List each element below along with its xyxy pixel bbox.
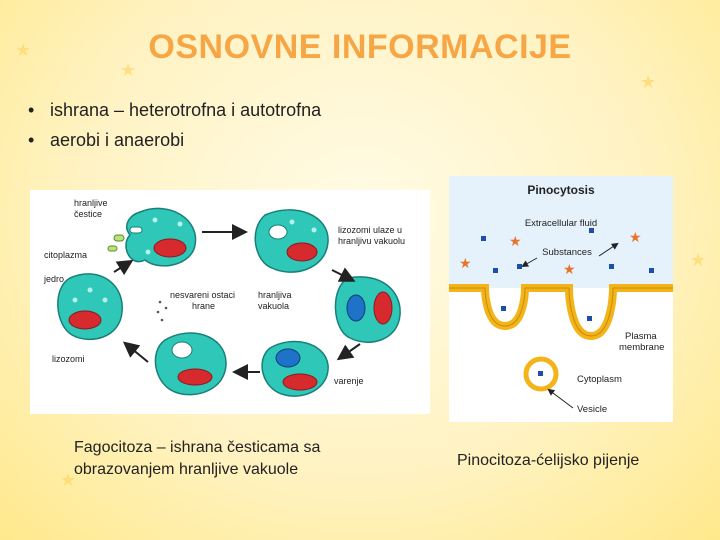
label-lysosomes-enter: lizozomi ulaze u xyxy=(338,225,402,235)
bullet-item: •ishrana – heterotrofna i autotrofna xyxy=(28,100,322,120)
pinocytosis-caption: Pinocitoza-ćelijsko pijenje xyxy=(457,452,640,469)
label-undigested-remains: nesvareni ostaci xyxy=(170,290,235,300)
svg-text:★: ★ xyxy=(629,229,642,245)
cell-lysosomes-entering xyxy=(254,209,329,273)
label-extracellular-fluid: Extracellular fluid xyxy=(525,218,597,229)
cell-digestion xyxy=(261,340,329,397)
phagocytosis-illustration: hranljive čestice citoplazma jedro lizoz… xyxy=(43,198,405,397)
label-food-vacuole: vakuola xyxy=(258,301,289,311)
label-substances: Substances xyxy=(542,247,592,258)
cell-food-vacuole xyxy=(334,276,401,343)
cell-exocytosis xyxy=(154,332,227,396)
label-lysosomes-enter: hranljivu vakuolu xyxy=(338,236,405,246)
label-nucleus: jedro xyxy=(43,274,64,284)
plasma-membrane xyxy=(449,284,673,341)
pinocytosis-illustration: Pinocytosis Extracellular fluid Substanc… xyxy=(449,176,673,415)
pointer-arrow xyxy=(521,257,538,267)
substance-in-pit xyxy=(587,316,592,321)
label-undigested-remains: hrane xyxy=(192,301,215,311)
label-food-particles: hranljive xyxy=(74,198,108,208)
cycle-arrow xyxy=(113,259,134,276)
decorative-star: ★ xyxy=(15,40,32,60)
label-lysosomes: lizozomi xyxy=(52,354,85,364)
bullet-text: aerobi i anaerobi xyxy=(50,130,185,150)
phagocytosis-diagram: hranljive čestice citoplazma jedro lizoz… xyxy=(30,190,430,414)
label-cytoplasm: Cytoplasm xyxy=(577,374,622,385)
cycle-arrow xyxy=(336,343,361,361)
cycle-arrow xyxy=(122,341,149,363)
extracellular-region xyxy=(449,176,673,288)
food-particle xyxy=(113,234,125,242)
food-particle xyxy=(107,245,118,252)
decorative-star: ★ xyxy=(120,60,137,80)
cycle-arrow xyxy=(331,267,356,282)
svg-text:★: ★ xyxy=(459,255,472,271)
decorative-star: ★ xyxy=(690,250,707,270)
pointer-arrow xyxy=(598,242,619,257)
phagocytosis-caption: Fagocitoza – ishrana česticama sa obrazo… xyxy=(74,437,404,481)
pinocytosis-title: Pinocytosis xyxy=(527,183,595,197)
decorative-star: ★ xyxy=(60,470,77,490)
bullet-item: •aerobi i anaerobi xyxy=(28,130,185,150)
label-food-particles: čestice xyxy=(74,209,102,219)
decorative-star: ★ xyxy=(640,72,657,92)
caption-line: obrazovanjem hranljive vakuole xyxy=(74,461,299,478)
pointer-arrow xyxy=(547,388,574,409)
svg-text:★: ★ xyxy=(563,261,576,277)
bullet-text: ishrana – heterotrofna i autotrofna xyxy=(50,100,322,120)
label-digestion: varenje xyxy=(334,376,364,386)
plasma-membrane-outline xyxy=(449,287,673,337)
substance-in-vesicle xyxy=(538,371,543,376)
slide-title: OSNOVNE INFORMACIJE xyxy=(148,28,572,66)
label-cytoplasm: citoplazma xyxy=(44,250,87,260)
bullet-list: •ishrana – heterotrofna i autotrofna •ae… xyxy=(28,100,321,160)
substance-in-pit xyxy=(501,306,506,311)
label-food-vacuole: hranljiva xyxy=(258,290,292,300)
cell-resting xyxy=(57,273,123,341)
svg-text:★: ★ xyxy=(509,233,522,249)
label-vesicle: Vesicle xyxy=(577,404,607,415)
label-plasma-membrane: membrane xyxy=(619,342,664,353)
substance-particles: ★ ★ ★ ★ xyxy=(459,228,654,277)
pinocytosis-diagram: Pinocytosis Extracellular fluid Substanc… xyxy=(449,176,673,422)
caption-line: Fagocitoza – ishrana česticama sa xyxy=(74,439,321,456)
cell-engulfing xyxy=(125,207,197,267)
label-plasma-membrane: Plasma xyxy=(625,331,657,342)
